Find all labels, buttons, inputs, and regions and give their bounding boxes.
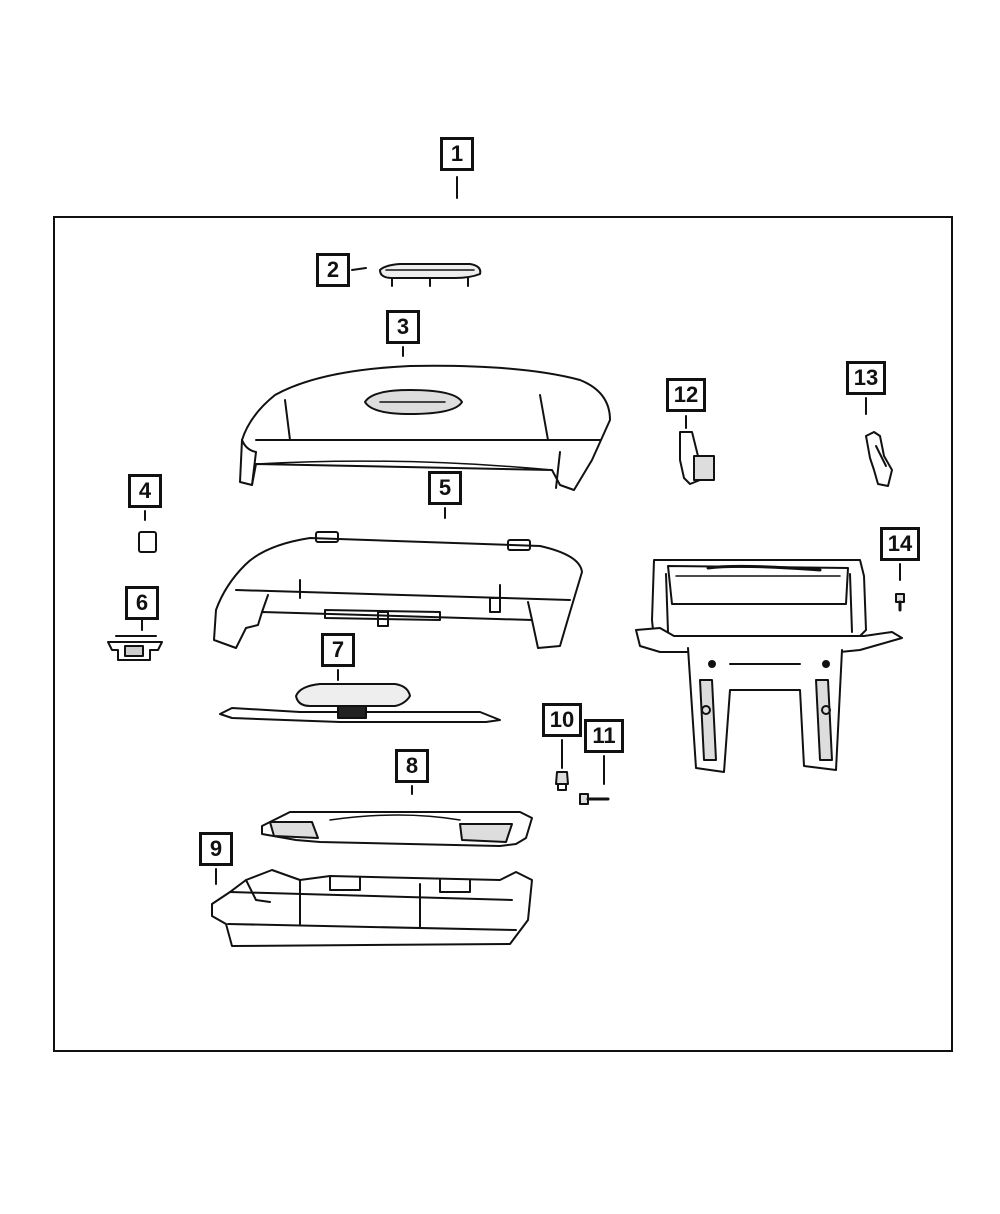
part-3-lid-cover [239, 364, 611, 491]
part-6-latch [107, 635, 163, 661]
part-13-bracket [865, 431, 893, 487]
part-8-tray [261, 811, 533, 847]
leader-lines [141, 176, 901, 885]
callout-8: 8 [395, 749, 429, 783]
part-5-lid-substrate [213, 531, 583, 649]
callout-7: 7 [321, 633, 355, 667]
part-9-storage-bin [211, 869, 533, 947]
callout-3: 3 [386, 310, 420, 344]
part-10-bumper [555, 771, 569, 791]
part-11-screw [579, 793, 610, 805]
callout-9: 9 [199, 832, 233, 866]
part-7-release-cable [219, 683, 501, 723]
part-12-hinge-bracket [679, 431, 715, 485]
callout-11: 11 [584, 719, 624, 753]
callout-10: 10 [542, 703, 582, 737]
callout-5: 5 [428, 471, 462, 505]
callout-6: 6 [125, 586, 159, 620]
callout-2: 2 [316, 253, 350, 287]
callout-12: 12 [666, 378, 706, 412]
hinge-mechanism [635, 559, 903, 773]
callout-13: 13 [846, 361, 886, 395]
callout-14: 14 [880, 527, 920, 561]
callout-1: 1 [440, 137, 474, 171]
assembly-frame [53, 216, 953, 1052]
callout-4: 4 [128, 474, 162, 508]
part-4-pad [138, 531, 157, 553]
part-14-bolt [895, 593, 905, 612]
part-2-trim-badge [379, 263, 482, 287]
